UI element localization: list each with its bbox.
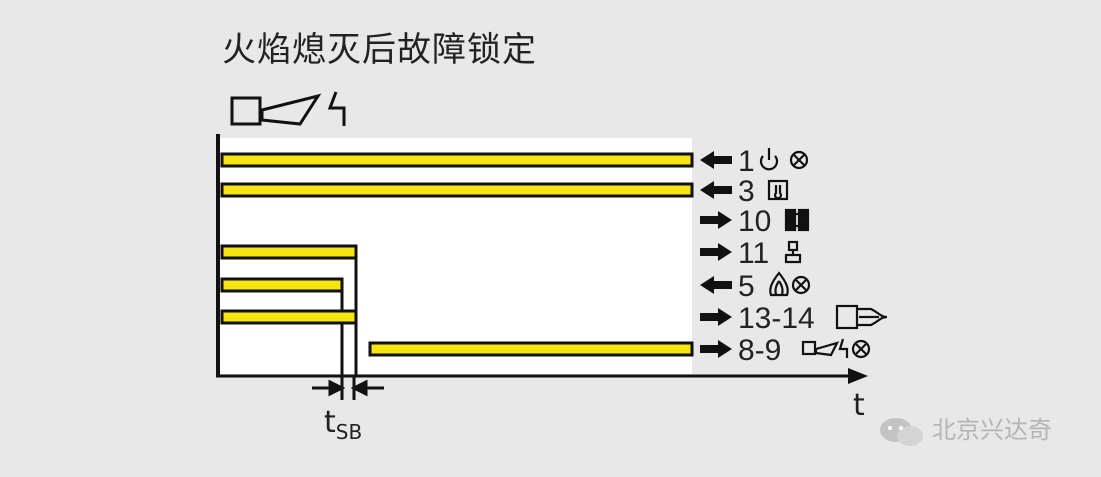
ignition-icon xyxy=(801,338,849,358)
terminal-label-11: 11 xyxy=(738,237,769,270)
output-arrow-icon xyxy=(700,308,732,326)
output-arrow-icon xyxy=(700,243,732,261)
flame-icon xyxy=(769,271,789,297)
terminal-label-10: 10 xyxy=(738,205,771,238)
terminal-label-13-14: 13-14 xyxy=(738,302,815,335)
output-arrow-icon xyxy=(700,340,732,358)
wechat-icon xyxy=(880,418,923,446)
valve-icon xyxy=(784,240,802,264)
input-arrow-icon xyxy=(700,151,732,169)
thermostat-icon xyxy=(767,179,789,201)
terminal-label-1: 1 xyxy=(738,145,755,178)
bar-terminal-11 xyxy=(220,244,358,260)
lamp-icon xyxy=(791,275,811,295)
ignition-transformer-icon xyxy=(230,91,346,126)
bar-terminal-13-14 xyxy=(220,309,358,325)
tsb-label: tSB xyxy=(324,405,363,444)
diagram-title: 火焰熄灭后故障锁定 xyxy=(222,30,537,70)
terminal-label-3: 3 xyxy=(738,175,755,208)
tsb-marker xyxy=(312,376,384,400)
input-arrow-icon xyxy=(700,181,732,199)
watermark-text: 北京兴达奇 xyxy=(932,416,1052,444)
time-axis-label: t xyxy=(853,388,865,423)
flame-sensor-icon xyxy=(835,304,888,330)
motor-icon xyxy=(784,208,810,232)
lamp-icon xyxy=(851,339,871,359)
bar-terminal-3 xyxy=(220,182,694,198)
output-arrow-icon xyxy=(700,211,732,229)
bar-terminal-8-9 xyxy=(368,341,694,357)
input-arrow-icon xyxy=(700,276,732,294)
terminal-label-8-9: 8-9 xyxy=(738,334,781,367)
bar-terminal-5 xyxy=(220,277,344,293)
power-icon xyxy=(759,148,779,171)
lamp-icon xyxy=(789,150,809,170)
bar-terminal-1 xyxy=(220,152,694,168)
terminal-label-5: 5 xyxy=(738,270,755,303)
x-axis-arrow xyxy=(848,368,868,384)
